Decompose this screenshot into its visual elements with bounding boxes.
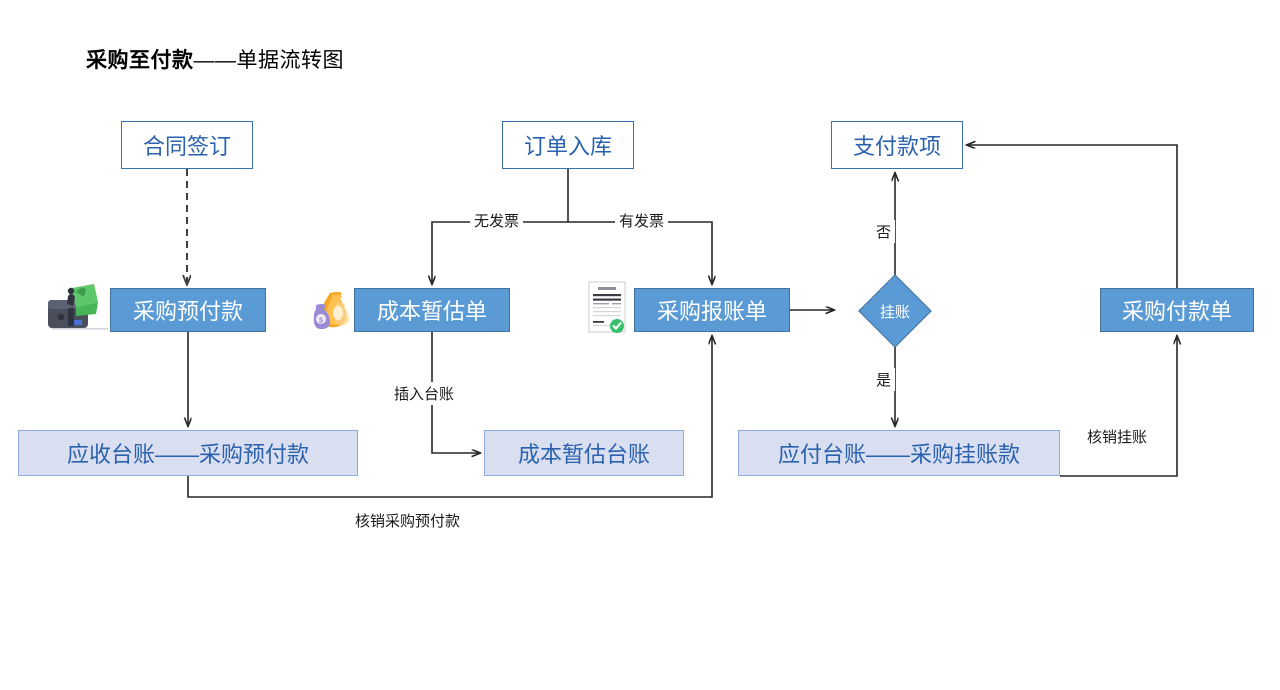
edge-payment-doc-to-payitem <box>967 145 1178 288</box>
node-purchase-reimburse[interactable]: 采购报账单 <box>634 288 790 332</box>
svg-text:$: $ <box>319 318 323 325</box>
edge-label-writeoff-prepay: 核销采购预付款 <box>351 509 465 532</box>
node-cost-estimate-doc[interactable]: 成本暂估单 <box>354 288 510 332</box>
node-cost-estimate-ledger-label: 成本暂估台账 <box>517 442 650 467</box>
title-rest: ——单据流转图 <box>193 49 344 72</box>
wallet-illustration-icon <box>46 282 114 332</box>
node-receivable-ledger-label: 应收台账——采购预付款 <box>66 442 309 467</box>
node-contract-sign-label: 合同签订 <box>142 134 231 159</box>
node-purchase-payment-doc-label: 采购付款单 <box>1121 299 1232 324</box>
node-hang-account-label: 挂账 <box>879 303 910 321</box>
node-contract-sign[interactable]: 合同签订 <box>121 121 253 169</box>
node-hang-account-decision[interactable]: 挂账 <box>841 274 949 348</box>
edge-label-writeoff-hang: 核销挂账 <box>1083 425 1152 448</box>
node-payable-ledger[interactable]: 应付台账——采购挂账款 <box>738 430 1060 476</box>
node-purchase-prepay[interactable]: 采购预付款 <box>110 288 266 332</box>
node-order-receipt-label: 订单入库 <box>523 134 612 159</box>
title-bold-part: 采购至付款 <box>86 49 194 72</box>
node-purchase-reimburse-label: 采购报账单 <box>656 299 767 324</box>
node-receivable-ledger[interactable]: 应收台账——采购预付款 <box>18 430 358 476</box>
node-order-receipt[interactable]: 订单入库 <box>502 121 634 169</box>
money-bag-icon: $ <box>306 283 358 331</box>
receipt-check-icon <box>587 280 631 336</box>
page-title: 采购至付款——单据流转图 <box>86 44 344 74</box>
edge-label-has-invoice: 有发票 <box>615 209 669 232</box>
edge-label-no-invoice: 无发票 <box>470 209 524 232</box>
node-pay-item[interactable]: 支付款项 <box>831 121 963 169</box>
node-pay-item-label: 支付款项 <box>852 134 941 159</box>
edge-label-decision-yes: 是 <box>872 368 896 391</box>
node-payable-ledger-label: 应付台账——采购挂账款 <box>777 442 1020 467</box>
edge-payable-ledger-to-payment-doc <box>1060 336 1177 477</box>
node-purchase-payment-doc[interactable]: 采购付款单 <box>1100 288 1254 332</box>
edge-label-decision-no: 否 <box>872 220 896 243</box>
node-cost-estimate-ledger[interactable]: 成本暂估台账 <box>484 430 684 476</box>
node-purchase-prepay-label: 采购预付款 <box>132 299 243 324</box>
node-cost-estimate-doc-label: 成本暂估单 <box>376 299 487 324</box>
edge-label-insert-ledger: 插入台账 <box>390 382 459 405</box>
